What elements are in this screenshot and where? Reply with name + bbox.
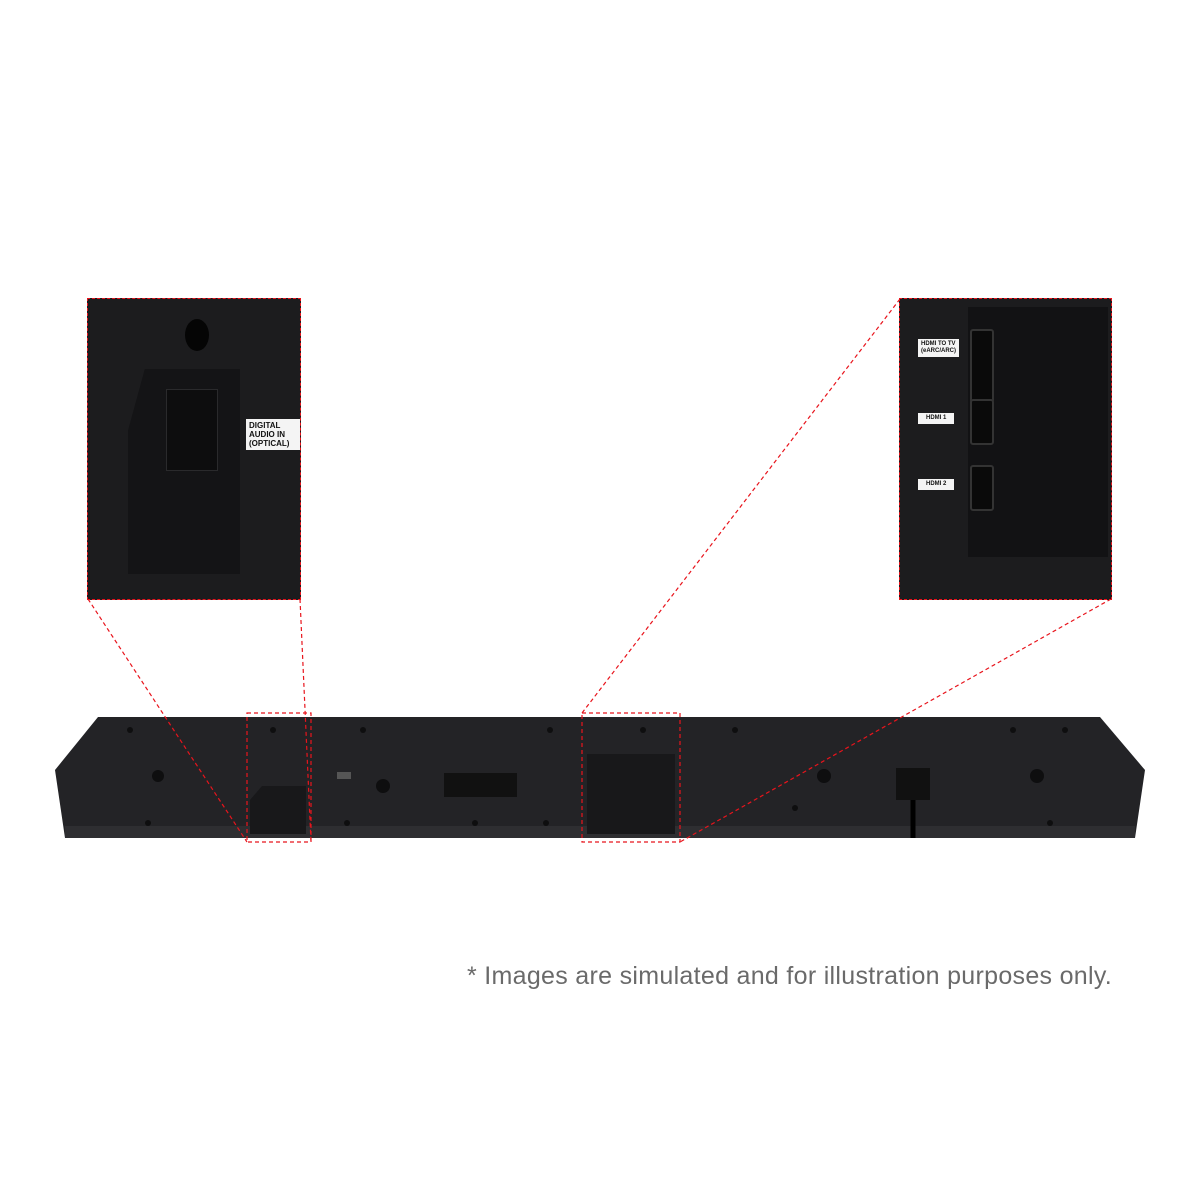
optical-port	[166, 389, 218, 471]
hole-icon	[185, 319, 209, 351]
optical-label: DIGITAL AUDIO IN (OPTICAL)	[246, 419, 300, 450]
hdmi-bay	[587, 754, 675, 834]
callout-box-center	[581, 712, 681, 843]
right-zoom-inset: HDMI TO TV (eARC/ARC) HDMI 1 HDMI 2	[899, 298, 1112, 600]
hdmi-to-tv-label: HDMI TO TV (eARC/ARC)	[918, 339, 959, 357]
callout-lines	[87, 298, 1112, 843]
usb-port	[337, 772, 351, 779]
hdmi-port-3	[970, 465, 994, 511]
hdmi-1-label: HDMI 1	[918, 413, 955, 424]
rating-plate	[444, 773, 517, 797]
callout-box-left	[246, 712, 312, 843]
hdmi-port-1	[970, 329, 994, 403]
hdmi-port-2	[970, 399, 994, 445]
power-port	[896, 768, 930, 800]
screw-holes	[127, 727, 1068, 826]
disclaimer-caption: * Images are simulated and for illustrat…	[467, 962, 1113, 990]
left-zoom-inset: DIGITAL AUDIO IN (OPTICAL)	[87, 298, 301, 600]
hdmi-2-label: HDMI 2	[918, 479, 955, 490]
optical-bay	[250, 786, 306, 834]
